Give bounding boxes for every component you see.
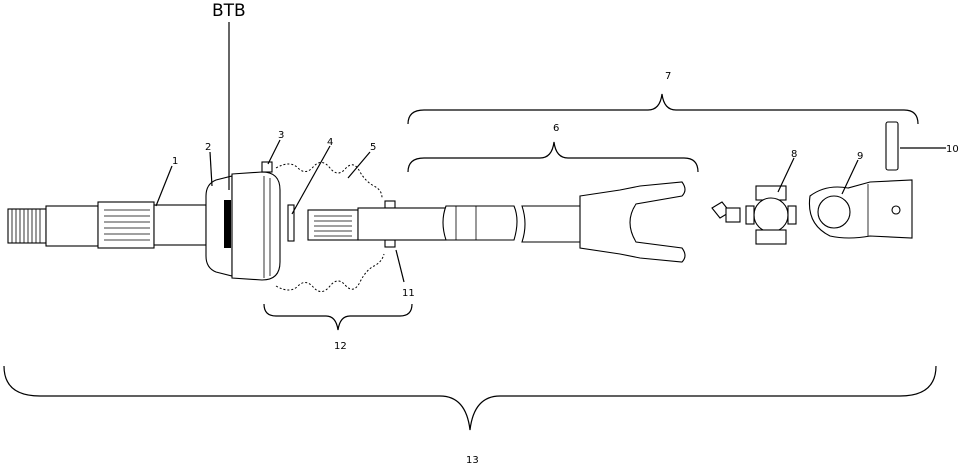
callout-btb: BTB: [212, 1, 246, 21]
callout-11: 11: [402, 288, 415, 299]
bracket-12: [263, 303, 413, 331]
callout-6: 6: [553, 123, 559, 134]
callout-2: 2: [205, 142, 211, 153]
bracket-6: [407, 141, 699, 173]
threaded-shaft-end: [7, 205, 99, 247]
callout-5: 5: [370, 142, 376, 153]
roll-pin: [885, 121, 899, 171]
callout-12: 12: [334, 341, 347, 352]
outer-spline-shaft: [97, 201, 207, 249]
bracket-7: [407, 93, 919, 125]
callout-labels: BTB 1 2 3 4 5 6 7 8 9 10 11 12 13: [172, 1, 959, 466]
callout-3: 3: [278, 130, 284, 141]
leader-lines: [155, 22, 946, 283]
callout-8: 8: [791, 149, 797, 160]
grease-fitting: [711, 201, 741, 223]
yoke: [579, 181, 686, 263]
callout-13: 13: [466, 455, 479, 464]
flange-yoke: [808, 179, 913, 239]
callout-10: 10: [946, 144, 959, 155]
cv-boot: [275, 162, 385, 292]
inner-spline-shaft: [307, 207, 447, 241]
callout-1: 1: [172, 156, 178, 167]
drive-tube: [442, 205, 601, 243]
u-joint-cross: [745, 185, 797, 245]
callout-4: 4: [327, 137, 333, 148]
bracket-13: [3, 365, 937, 431]
callout-9: 9: [857, 151, 863, 162]
callout-7: 7: [665, 71, 671, 82]
outer-cv-housing: [205, 161, 281, 281]
